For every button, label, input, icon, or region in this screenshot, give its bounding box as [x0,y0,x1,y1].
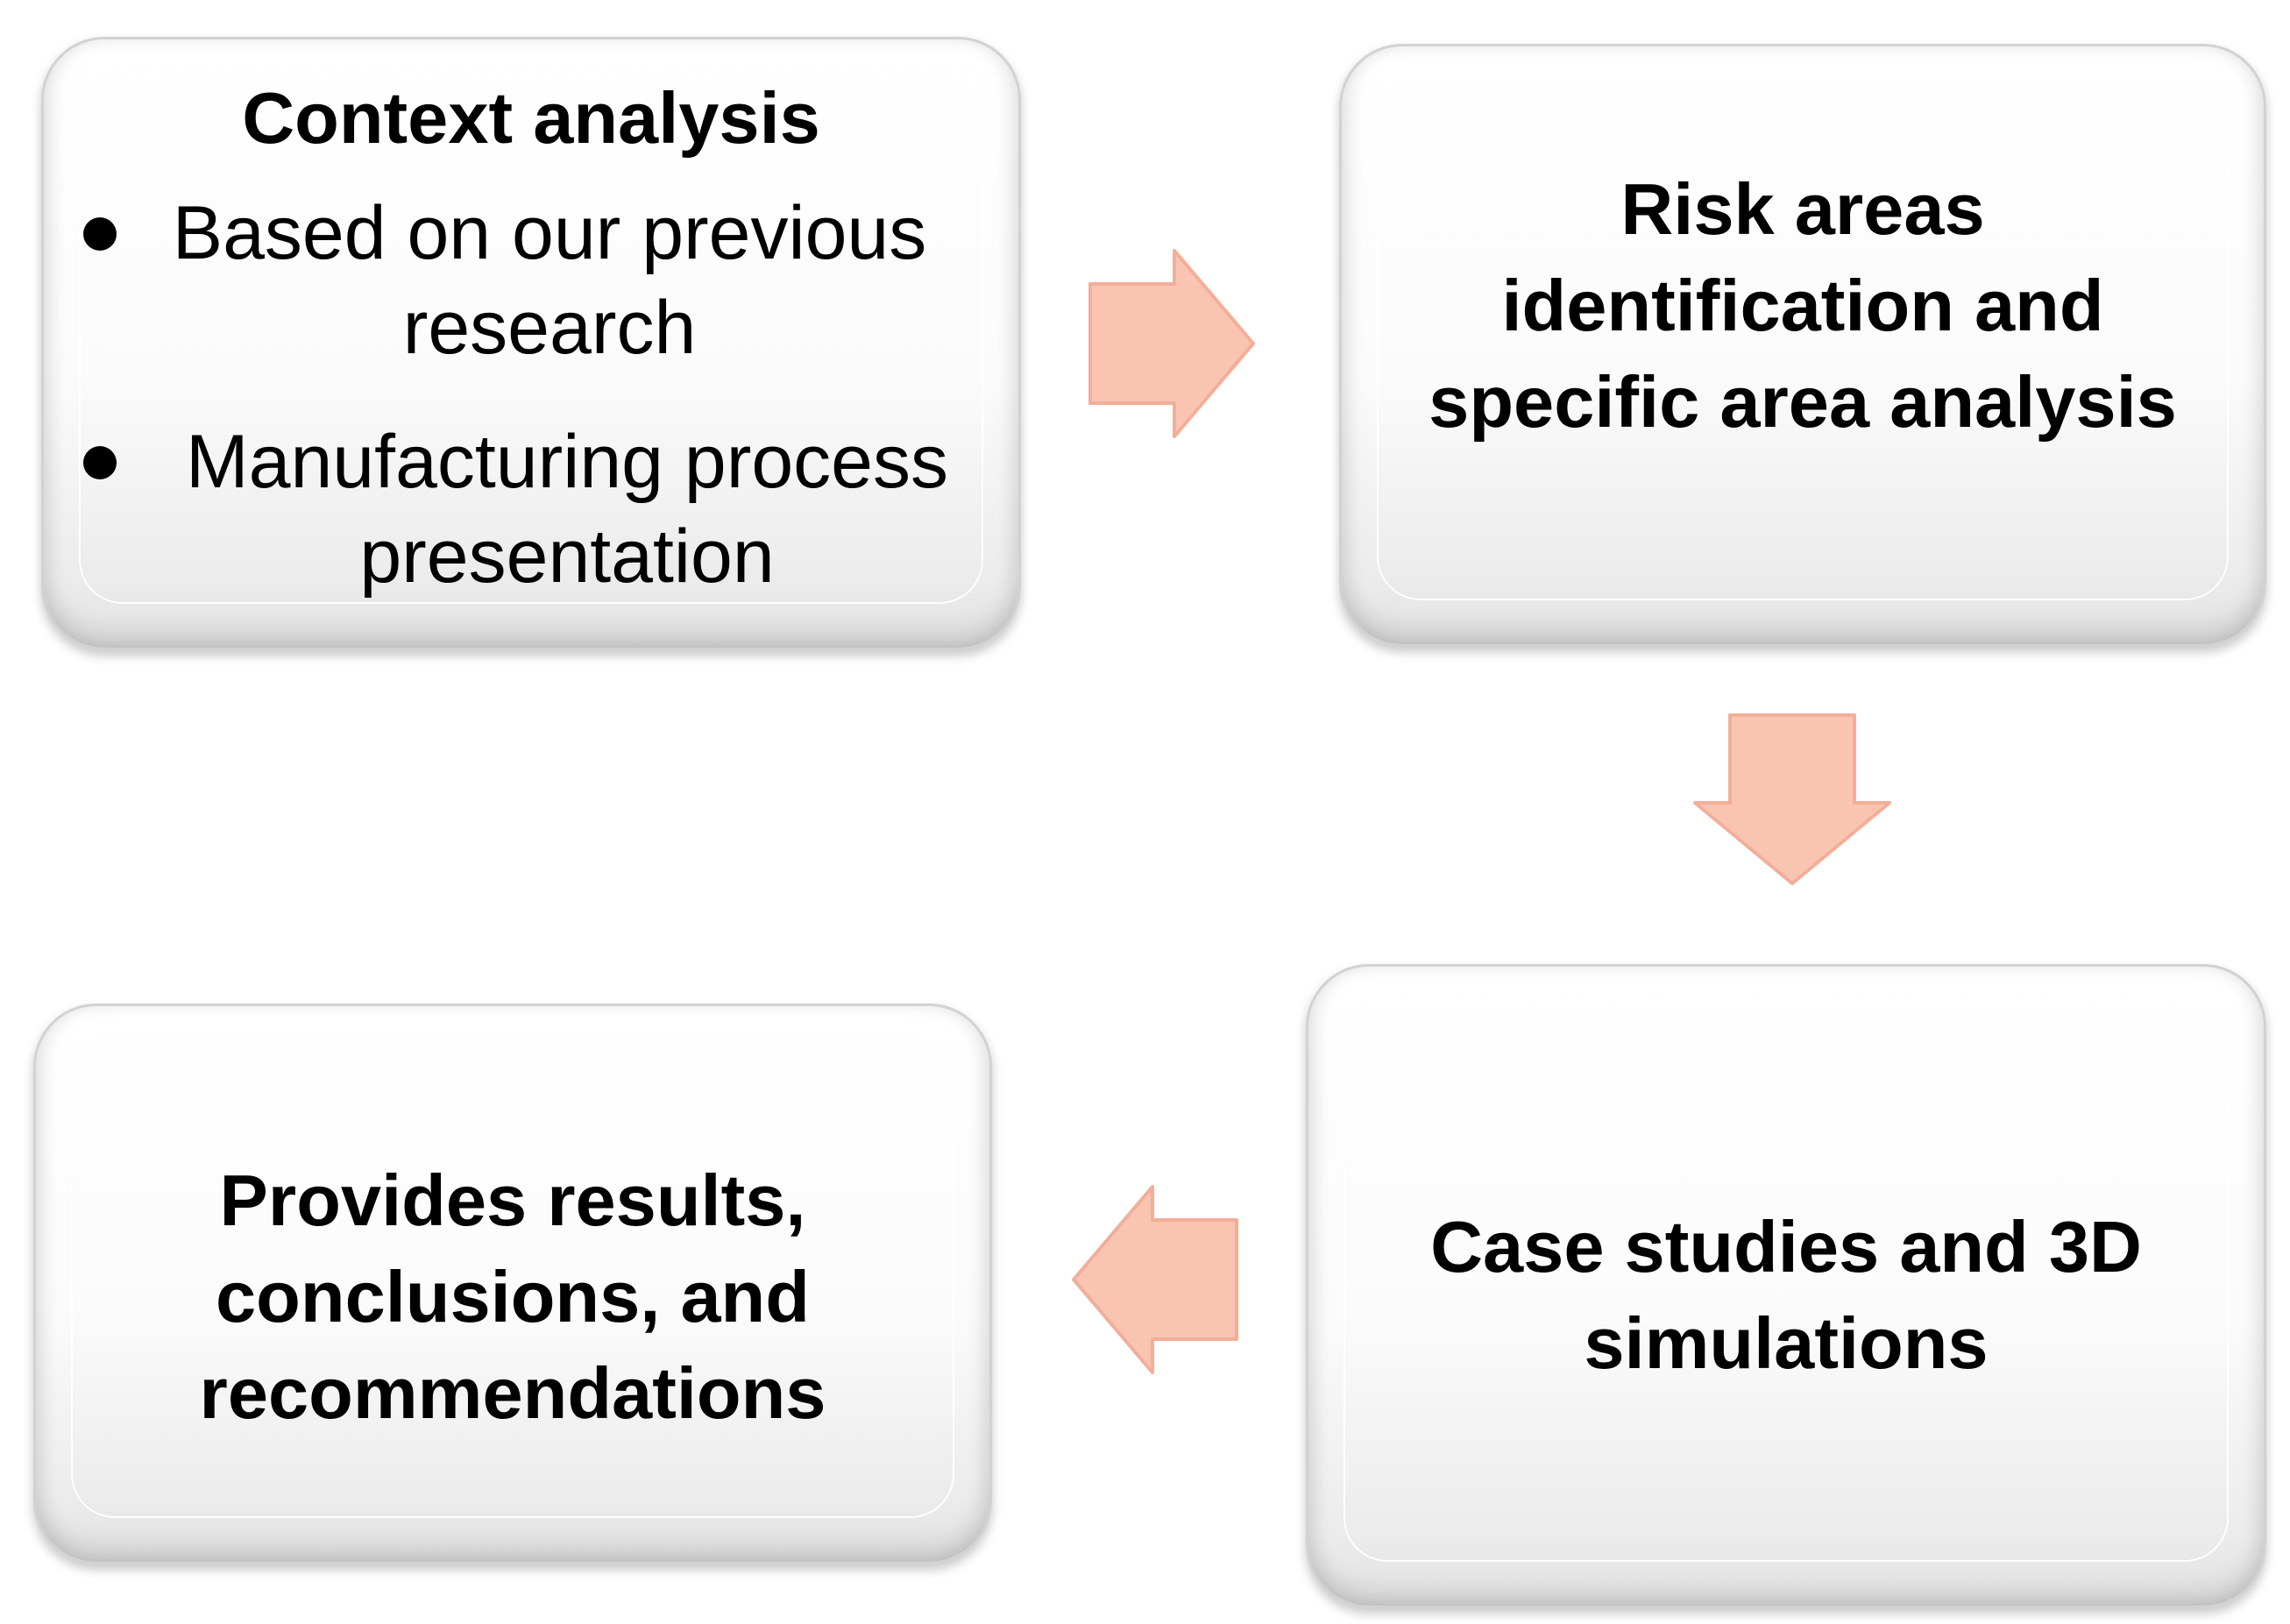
case-studies-box: Case studies and 3D simulations [1306,964,2266,1608]
case-line-2: simulations [1584,1301,1989,1384]
bullet-text: Based on our previous research [172,191,927,370]
results-line-3: recommendations [199,1352,826,1434]
bullet-item-previous-research: Based on our previous research [83,186,979,375]
arrow-down-icon [1693,713,1891,885]
context-analysis-title: Context analysis [242,77,820,159]
risk-line-1: Risk areas [1620,168,1985,250]
risk-areas-title: Risk areas identification and specific a… [1429,161,2177,450]
bullet-item-manufacturing-process: Manufacturing process presentation [83,415,979,604]
bullet-dot-icon [83,446,117,479]
risk-areas-box: Risk areas identification and specific a… [1339,44,2266,647]
arrow-left-icon [1072,1185,1238,1374]
results-title: Provides results, conclusions, and recom… [200,1152,826,1442]
context-analysis-box: Context analysis Based on our previous r… [41,37,1021,650]
results-line-2: conclusions, and [216,1256,810,1337]
risk-line-3: specific area analysis [1429,361,2177,443]
risk-line-2: identification and [1501,265,2104,346]
case-studies-title: Case studies and 3D simulations [1430,1199,2142,1392]
arrow-right-icon [1088,249,1255,438]
bullet-text: Manufacturing process presentation [186,420,948,599]
results-line-1: Provides results, [219,1159,806,1241]
bullet-dot-icon [83,217,117,251]
results-box: Provides results, conclusions, and recom… [33,1003,992,1564]
context-bullet-list: Based on our previous research Manufactu… [83,186,979,643]
case-line-1: Case studies and 3D [1430,1205,2142,1287]
